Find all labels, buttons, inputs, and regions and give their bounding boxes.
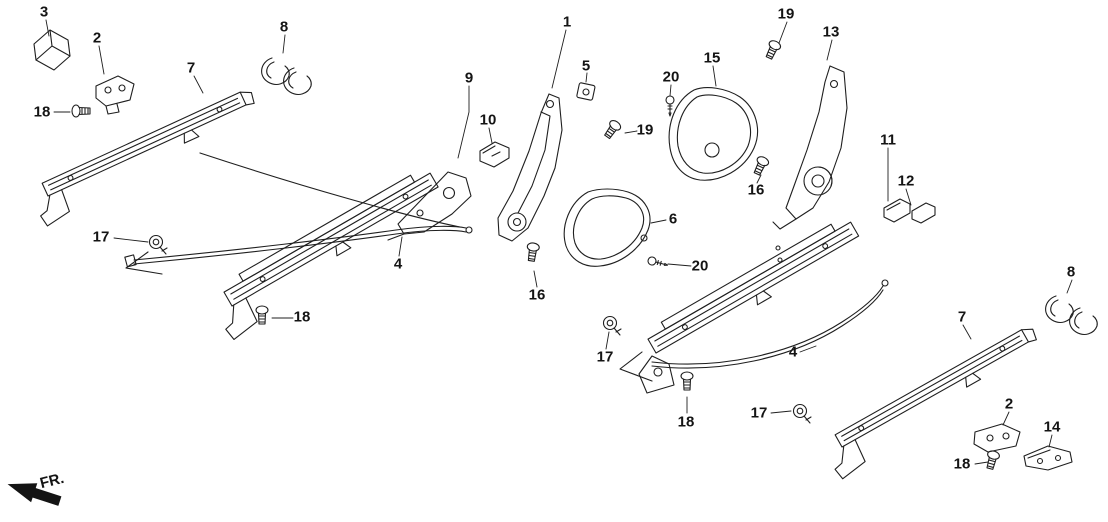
square-nut-part5 [576, 82, 596, 101]
recliner-cover-part15 [668, 87, 758, 181]
recliner-cover-part6 [563, 188, 651, 267]
part-label-4-left: 4 [393, 255, 403, 273]
lock-plate-right-part2 [973, 423, 1021, 453]
part-label-3: 3 [39, 3, 49, 21]
part-label-18-left: 18 [33, 103, 51, 121]
slide-bracket-part10 [479, 141, 510, 168]
fasteners [71, 38, 1001, 471]
seat-rail-lower-right-part7 [834, 328, 1037, 480]
part-label-18-mid: 18 [677, 413, 695, 431]
part-label-7-left: 7 [186, 59, 196, 77]
part-label-11: 11 [880, 131, 896, 149]
part-label-14: 14 [1043, 418, 1061, 436]
part-label-18-mid-left: 18 [293, 308, 311, 326]
part-label-1: 1 [562, 13, 572, 31]
part-label-5: 5 [581, 57, 591, 75]
part-label-7-right: 7 [957, 308, 967, 326]
part-label-17-left: 17 [92, 228, 110, 246]
part-label-6: 6 [668, 210, 678, 228]
recliner-bracket-right-part13 [772, 65, 848, 230]
part-label-18-right: 18 [953, 455, 971, 473]
part-label-17-right: 17 [750, 404, 768, 422]
part-label-20-lower: 20 [691, 257, 709, 275]
part-label-19-right: 19 [777, 5, 795, 23]
part-label-19-left: 19 [636, 121, 654, 139]
part-label-20-top: 20 [662, 68, 680, 86]
part-label-2-right: 2 [1004, 395, 1014, 413]
part-label-13: 13 [822, 23, 840, 41]
adjuster-upright-left-part9 [387, 171, 472, 241]
part-label-8-right: 8 [1066, 263, 1076, 281]
cable-hook-right-part8 [1045, 295, 1098, 335]
seat-rail-upper-left-part7 [40, 91, 255, 227]
part-label-8-top: 8 [279, 18, 289, 36]
release-cable-left-part4 [124, 152, 473, 268]
part-label-15: 15 [703, 49, 721, 67]
corner-bracket-part3 [33, 29, 71, 71]
part-label-12: 12 [897, 172, 915, 190]
part-label-2-left: 2 [92, 29, 102, 47]
end-bracket-part14 [1023, 445, 1073, 471]
release-cable-right-part4 [651, 245, 889, 369]
part-label-16-right: 16 [747, 181, 765, 199]
rail-clips-part11-12 [883, 198, 936, 224]
part-label-9: 9 [464, 69, 474, 87]
fr-direction-arrow [7, 483, 62, 506]
leader-lines [45, 19, 1073, 465]
part-label-10: 10 [479, 111, 497, 129]
part-label-17-mid: 17 [596, 348, 614, 366]
part-label-16-lower: 16 [528, 286, 546, 304]
cable-hook-top-part8 [261, 57, 312, 95]
slide-rail-right [647, 221, 860, 354]
recliner-bracket-center-part1 [497, 93, 563, 242]
part-label-4-right: 4 [788, 343, 798, 361]
rail-foot-right [619, 351, 675, 394]
lock-plate-left-part2 [95, 75, 135, 115]
slide-rail-left-lower [223, 172, 439, 341]
